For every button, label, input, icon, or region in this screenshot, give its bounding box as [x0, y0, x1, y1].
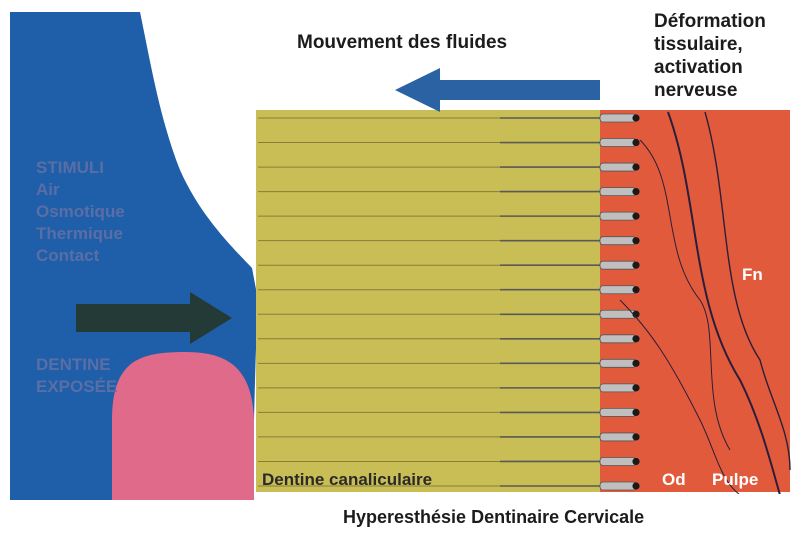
odontoblast-cell	[600, 261, 636, 269]
odontoblast-cell	[600, 384, 636, 392]
gum-region	[112, 352, 254, 500]
odontoblast-cell	[600, 457, 636, 465]
dentine-exposee-line-1: DENTINE	[36, 354, 117, 376]
odontoblast-nucleus	[632, 114, 639, 121]
odontoblast-cell	[600, 482, 636, 490]
odontoblast-cell	[600, 188, 636, 196]
stimuli-list: STIMULI Air Osmotique Thermique Contact	[36, 157, 125, 267]
stimuli-item-air: Air	[36, 179, 125, 201]
dentine-exposee-line-2: EXPOSÉE	[36, 376, 117, 398]
odontoblast-nucleus	[632, 237, 639, 244]
odontoblast-cell	[600, 237, 636, 245]
odontoblast-cell	[600, 163, 636, 171]
odontoblast-nucleus	[632, 163, 639, 170]
odontoblast-nucleus	[632, 262, 639, 269]
odontoblast-nucleus	[632, 482, 639, 489]
odontoblast-cell	[600, 114, 636, 122]
deformation-line-1: Déformation	[654, 10, 794, 33]
deformation-label: Déformation tissulaire, activation nerve…	[654, 10, 794, 102]
odontoblast-cell	[600, 139, 636, 147]
odontoblast-cell	[600, 335, 636, 343]
odontoblast-nucleus	[632, 213, 639, 220]
odontoblast-nucleus	[632, 188, 639, 195]
stimuli-item-contact: Contact	[36, 245, 125, 267]
odontoblast-nucleus	[632, 139, 639, 146]
odontoblast-cell	[600, 408, 636, 416]
odontoblast-nucleus	[632, 335, 639, 342]
odontoblast-nucleus	[632, 409, 639, 416]
od-label: Od	[662, 470, 686, 490]
caption: Hyperesthésie Dentinaire Cervicale	[343, 507, 644, 528]
odontoblast-nucleus	[632, 433, 639, 440]
deformation-line-2: tissulaire,	[654, 33, 794, 56]
stimuli-item-osmotique: Osmotique	[36, 201, 125, 223]
odontoblast-cell	[600, 359, 636, 367]
fluid-movement-label: Mouvement des fluides	[297, 32, 507, 54]
dentine-exposee-label: DENTINE EXPOSÉE	[36, 354, 117, 398]
pulpe-label: Pulpe	[712, 470, 758, 490]
odontoblast-nucleus	[632, 384, 639, 391]
fn-label: Fn	[742, 265, 763, 285]
deformation-line-3: activation	[654, 56, 794, 79]
stimuli-item-thermique: Thermique	[36, 223, 125, 245]
deformation-line-4: nerveuse	[654, 79, 794, 102]
odontoblast-nucleus	[632, 458, 639, 465]
dentine-canaliculaire-label: Dentine canaliculaire	[262, 470, 432, 490]
stimuli-heading: STIMULI	[36, 157, 125, 179]
odontoblast-nucleus	[632, 286, 639, 293]
odontoblast-nucleus	[632, 360, 639, 367]
odontoblast-cell	[600, 286, 636, 294]
odontoblast-cell	[600, 433, 636, 441]
odontoblast-cell	[600, 212, 636, 220]
